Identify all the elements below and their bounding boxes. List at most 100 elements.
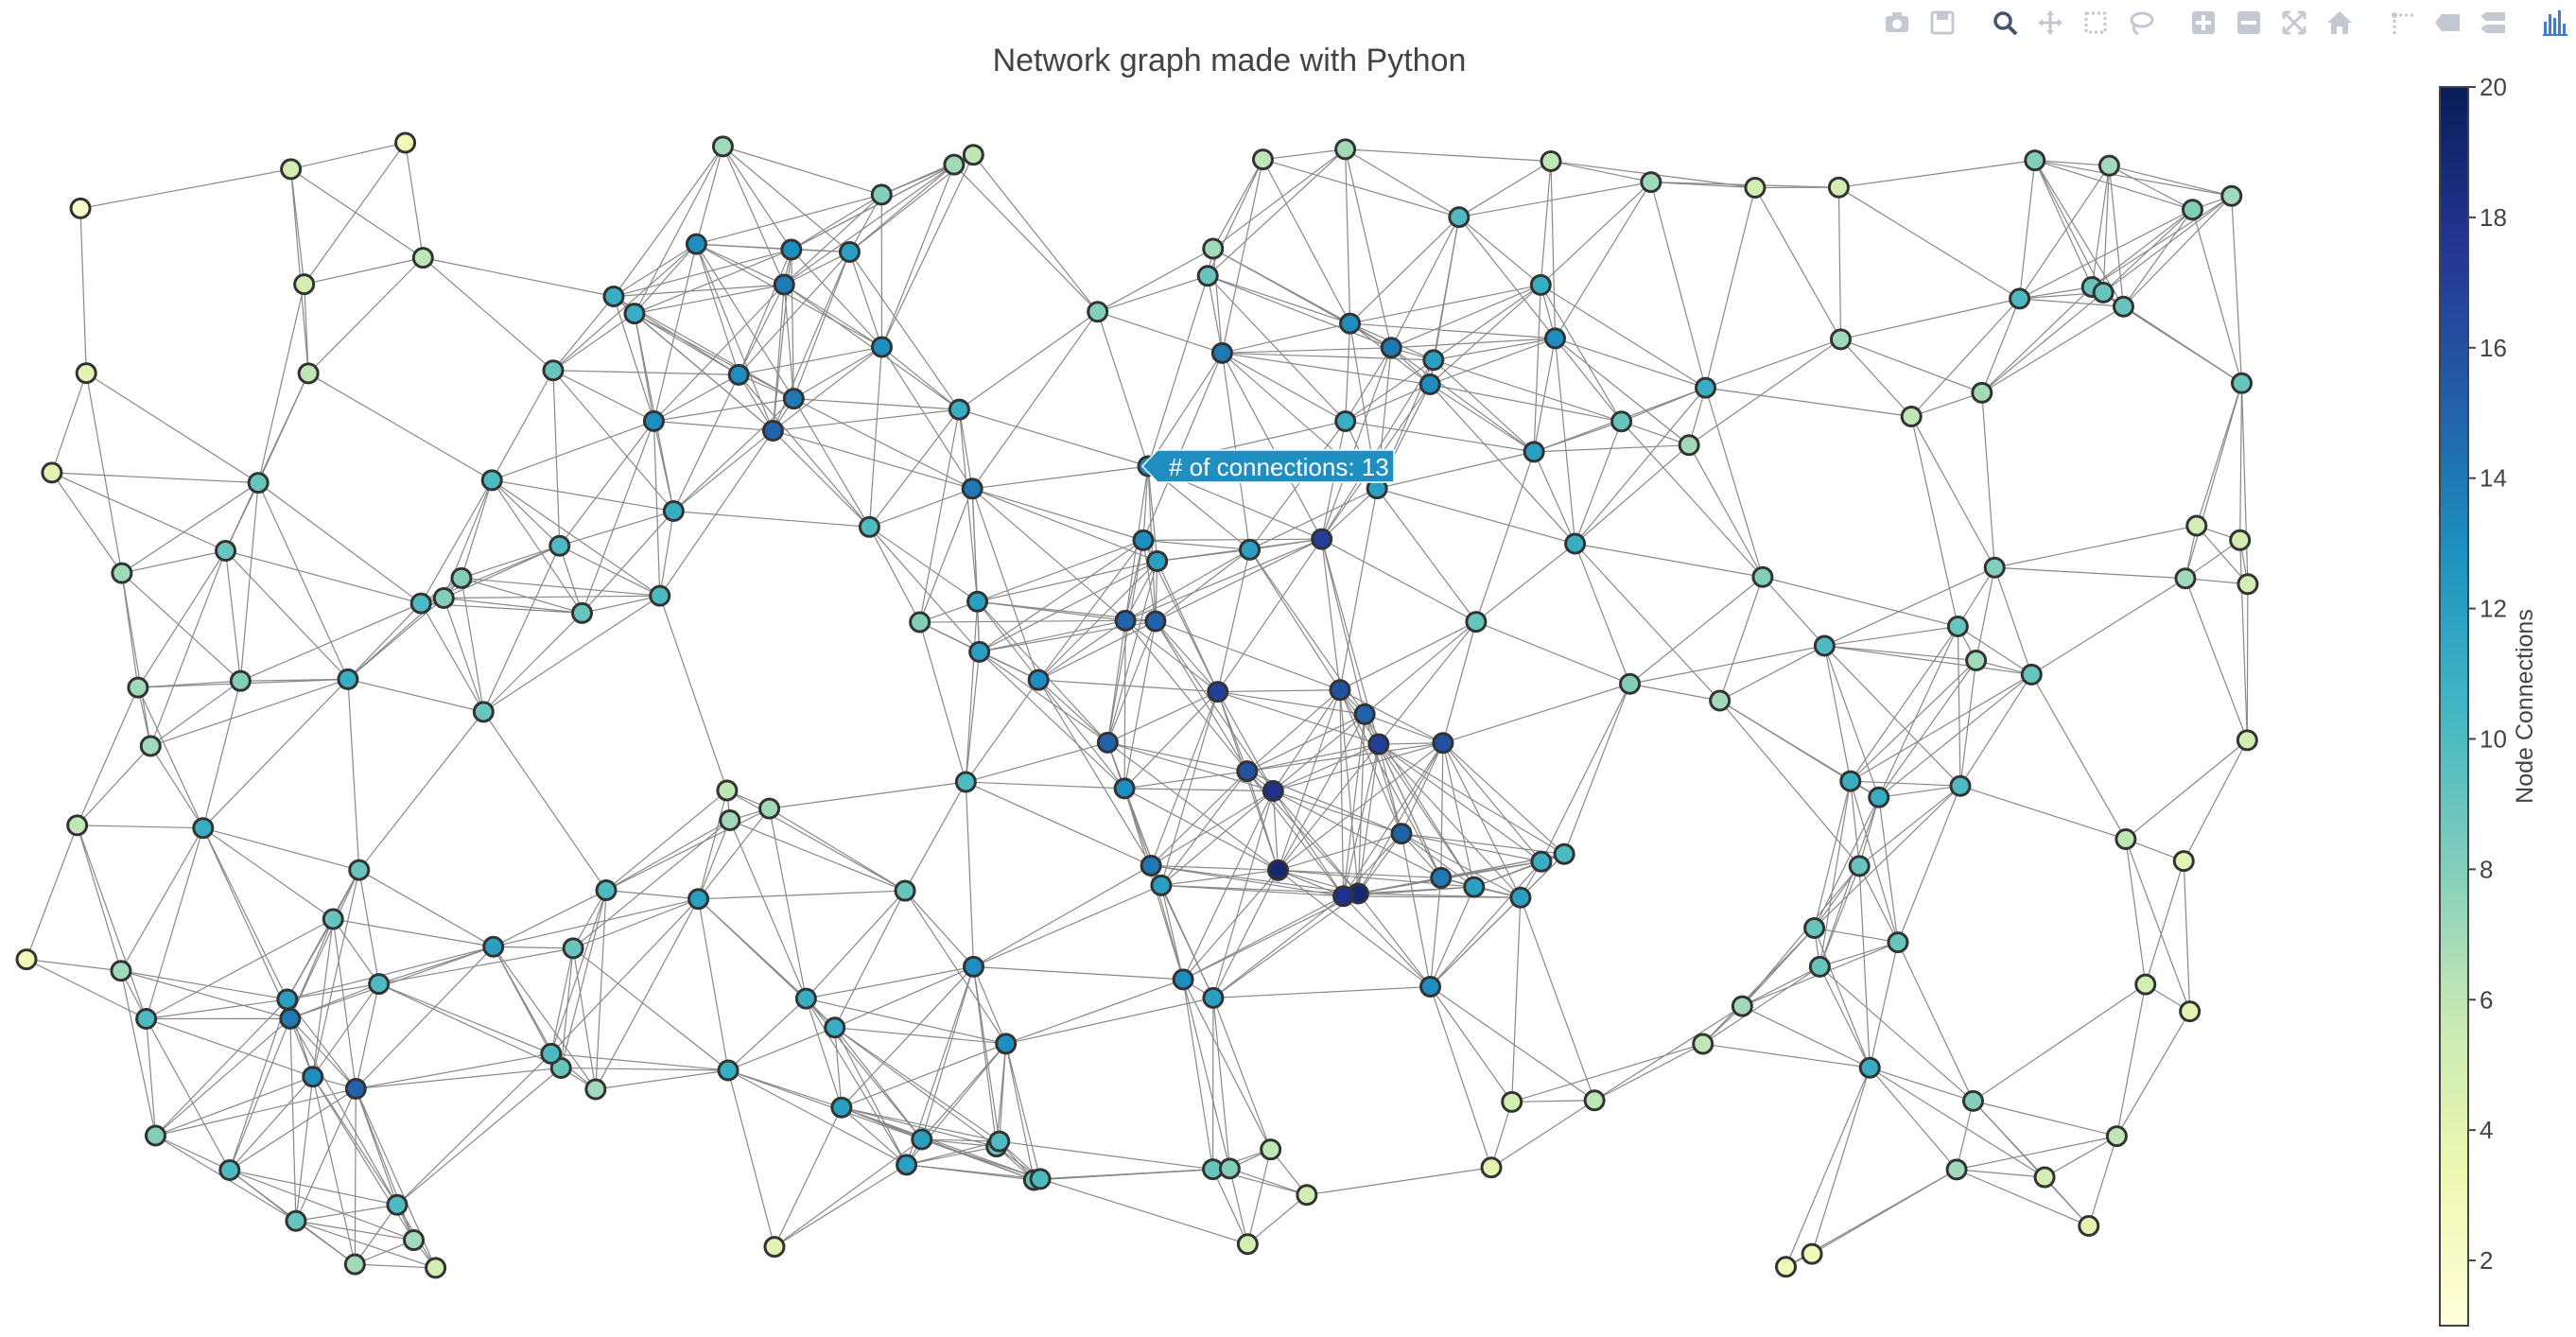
network-node[interactable] — [549, 1056, 572, 1079]
network-node[interactable] — [1172, 968, 1194, 991]
network-node[interactable] — [111, 562, 133, 584]
network-node[interactable] — [1262, 780, 1284, 803]
network-node[interactable] — [763, 1236, 786, 1259]
network-node[interactable] — [584, 1078, 607, 1101]
zoom-button[interactable] — [1984, 6, 2026, 40]
network-node[interactable] — [1236, 760, 1259, 783]
network-node[interactable] — [824, 1016, 846, 1039]
network-node[interactable] — [1132, 529, 1155, 551]
network-node[interactable] — [69, 197, 92, 219]
network-node[interactable] — [386, 1193, 409, 1216]
network-node[interactable] — [1144, 610, 1167, 633]
network-node[interactable] — [962, 144, 984, 166]
network-node[interactable] — [711, 135, 734, 158]
network-node[interactable] — [279, 1007, 302, 1030]
network-node[interactable] — [717, 1059, 740, 1082]
network-node[interactable] — [838, 241, 861, 264]
network-node[interactable] — [1949, 774, 1972, 797]
camera-button[interactable] — [1876, 6, 1918, 40]
network-node[interactable] — [1480, 1156, 1503, 1179]
network-node[interactable] — [1962, 1089, 1985, 1112]
lasso-select-button[interactable] — [2120, 6, 2162, 40]
network-node[interactable] — [139, 735, 162, 757]
network-node[interactable] — [2181, 199, 2203, 221]
network-node[interactable] — [858, 515, 880, 538]
network-node[interactable] — [1296, 1184, 1318, 1207]
hover-compare-button[interactable] — [2472, 6, 2514, 40]
network-node[interactable] — [909, 611, 931, 634]
network-node[interactable] — [1432, 732, 1454, 755]
network-node[interactable] — [1695, 376, 1717, 399]
network-node[interactable] — [1236, 1233, 1259, 1256]
network-node[interactable] — [780, 238, 803, 261]
network-node[interactable] — [954, 771, 977, 793]
network-node[interactable] — [794, 987, 817, 1010]
network-node[interactable] — [1422, 349, 1445, 372]
network-node[interactable] — [2024, 149, 2046, 172]
network-node[interactable] — [2078, 1215, 2100, 1238]
network-node[interactable] — [542, 359, 565, 382]
network-node[interactable] — [1678, 434, 1700, 457]
box-select-button[interactable] — [2075, 6, 2116, 40]
network-node[interactable] — [2097, 154, 2120, 177]
network-node[interactable] — [1731, 995, 1753, 1017]
network-node[interactable] — [1808, 955, 1831, 978]
network-node[interactable] — [562, 937, 584, 960]
zoom-out-button[interactable] — [2228, 6, 2270, 40]
network-node[interactable] — [337, 668, 359, 690]
network-node[interactable] — [830, 1096, 853, 1119]
network-node[interactable] — [995, 1033, 1018, 1055]
network-node[interactable] — [1775, 1256, 1798, 1278]
network-node[interactable] — [896, 1154, 918, 1176]
network-node[interactable] — [1334, 138, 1357, 161]
network-node[interactable] — [1640, 171, 1662, 194]
network-node[interactable] — [595, 879, 618, 902]
network-node[interactable] — [1709, 689, 1732, 712]
network-node[interactable] — [1430, 866, 1453, 889]
network-node[interactable] — [192, 817, 215, 840]
network-node[interactable] — [2179, 1000, 2202, 1023]
network-node[interactable] — [961, 478, 983, 500]
network-node[interactable] — [1529, 273, 1552, 296]
network-node[interactable] — [1210, 341, 1233, 364]
network-node[interactable] — [1087, 301, 1109, 323]
network-node[interactable] — [1801, 1242, 1823, 1265]
network-node[interactable] — [1848, 855, 1871, 877]
network-node[interactable] — [343, 1253, 366, 1276]
network-node[interactable] — [1803, 916, 1826, 939]
spike-lines-button[interactable] — [2381, 6, 2423, 40]
network-node[interactable] — [773, 273, 795, 296]
network-node[interactable] — [761, 420, 784, 443]
network-node[interactable] — [409, 592, 432, 615]
network-node[interactable] — [472, 701, 495, 723]
network-node[interactable] — [571, 601, 594, 624]
network-node[interactable] — [1202, 986, 1225, 1009]
network-node[interactable] — [2174, 567, 2197, 590]
network-node[interactable] — [368, 973, 391, 996]
network-node[interactable] — [1583, 1089, 1606, 1112]
network-node[interactable] — [1311, 528, 1333, 550]
network-node[interactable] — [1619, 672, 1642, 695]
network-node[interactable] — [411, 247, 434, 269]
network-node[interactable] — [1419, 373, 1441, 396]
network-node[interactable] — [2092, 281, 2115, 304]
network-node[interactable] — [1540, 150, 1562, 173]
network-node[interactable] — [1029, 1168, 1052, 1190]
network-node[interactable] — [215, 539, 237, 562]
network-node[interactable] — [1150, 874, 1173, 896]
network-node[interactable] — [1564, 532, 1587, 555]
network-node[interactable] — [1267, 859, 1290, 881]
network-node[interactable] — [1965, 650, 1988, 672]
network-node[interactable] — [450, 566, 473, 589]
pan-button[interactable] — [2029, 6, 2071, 40]
network-node[interactable] — [1827, 176, 1850, 199]
network-node[interactable] — [1839, 770, 1862, 792]
network-node[interactable] — [1983, 556, 2006, 579]
network-node[interactable] — [1501, 1090, 1523, 1113]
hover-closest-button[interactable] — [2427, 6, 2468, 40]
network-node[interactable] — [1251, 148, 1274, 171]
network-node[interactable] — [2112, 295, 2134, 318]
network-node[interactable] — [2020, 663, 2043, 686]
network-node[interactable] — [1207, 681, 1229, 703]
